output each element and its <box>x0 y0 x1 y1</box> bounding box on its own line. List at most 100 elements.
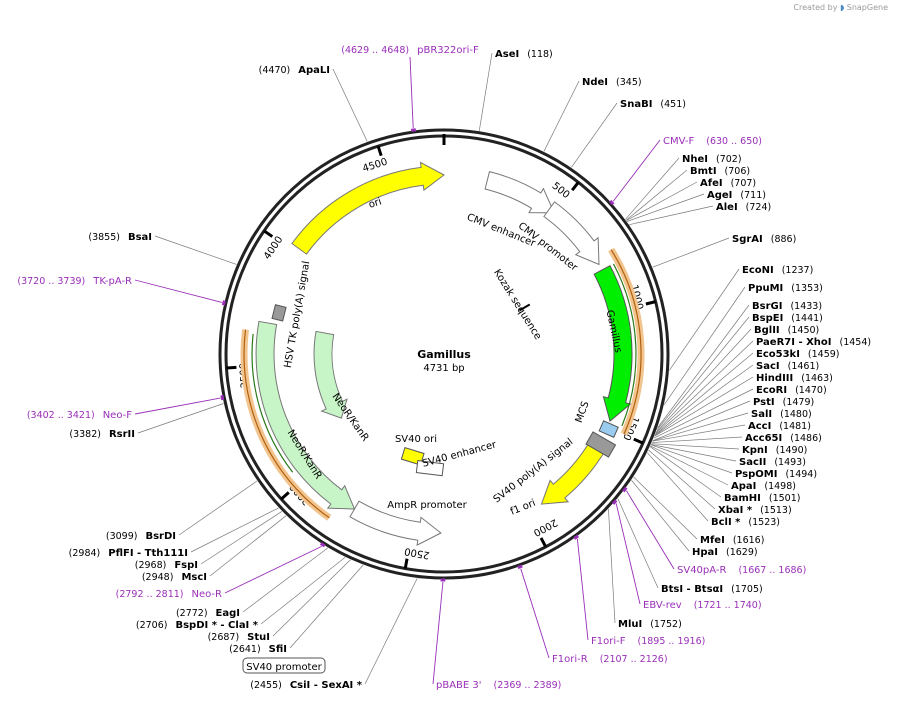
site-leader <box>650 444 733 474</box>
site-leader <box>332 68 368 142</box>
site-label: NheI(702) <box>682 154 742 165</box>
primer-f1ori-r[interactable]: F1ori-R(2107 .. 2126) <box>517 564 668 665</box>
site-kpni[interactable]: KpnI(1490) <box>742 445 807 456</box>
site-sali[interactable]: SalI(1480) <box>751 409 812 420</box>
primer-sv40pa-r[interactable]: SV40pA-R(1667 .. 1686) <box>622 486 806 576</box>
feature-cmv-enhancer <box>484 170 555 214</box>
site-position: (1523) <box>748 517 780 528</box>
site-position: (711) <box>740 190 766 201</box>
site-bmti[interactable]: BmtI(706) <box>690 166 750 177</box>
site-leader <box>656 316 750 431</box>
site-hpai[interactable]: HpaI(1629) <box>692 547 758 558</box>
site-btsi-bts-i[interactable]: BtsI - BtsαI(1705) <box>661 584 763 595</box>
site-pspomi[interactable]: PspOMI(1494) <box>735 469 817 480</box>
site-label: HindIII(1463) <box>756 373 833 384</box>
site-name: MfeI <box>700 535 725 546</box>
site-bamhi[interactable]: BamHI(1501) <box>724 493 800 504</box>
site-nhei[interactable]: NheI(702) <box>682 154 742 165</box>
site-sacii[interactable]: SacII(1493) <box>739 457 806 468</box>
site-label: SacII(1493) <box>739 457 806 468</box>
primer-cmv-f[interactable]: CMV-F(630 .. 650) <box>609 136 762 206</box>
primer-ebv-rev[interactable]: EBV-rev(1721 .. 1740) <box>611 499 762 611</box>
site-sgrai[interactable]: SgrAI(886) <box>732 234 796 245</box>
site-afei[interactable]: AfeI(707) <box>700 178 756 189</box>
site-label: (4470)ApaLI <box>259 65 330 76</box>
tick-mark <box>403 558 409 569</box>
site-snabi[interactable]: SnaBI(451) <box>620 99 686 110</box>
site-mlui[interactable]: MluI(1752) <box>618 619 682 630</box>
site-bcli[interactable]: BclI *(1523) <box>711 517 780 528</box>
site-eco53ki[interactable]: Eco53kI(1459) <box>756 349 840 360</box>
site-asei[interactable]: AseI(118) <box>495 49 553 60</box>
site-ndei[interactable]: NdeI(345) <box>582 77 642 88</box>
site-name: SgrAI <box>732 234 763 245</box>
site-psti[interactable]: PstI(1479) <box>753 397 814 408</box>
site-label: (2706)BspDI * - ClaI * <box>136 620 259 631</box>
site-fspi[interactable]: (2968)FspI <box>135 560 198 571</box>
site-saci[interactable]: SacI(1461) <box>756 361 819 372</box>
translation-track-neor <box>251 333 294 473</box>
site-stui[interactable]: (2687)StuI <box>208 632 270 643</box>
primer-range: (1895 .. 1916) <box>637 636 705 647</box>
primer-name: F1ori-R <box>552 654 588 665</box>
site-acci[interactable]: AccI(1481) <box>748 421 811 432</box>
site-position: (2968) <box>135 560 167 571</box>
site-xbai[interactable]: XbaI *(1513) <box>718 505 792 516</box>
primer-name: TK-pA-R <box>92 276 132 287</box>
site-leader <box>655 328 752 433</box>
site-bglii[interactable]: BglII(1450) <box>754 325 819 336</box>
site-econi[interactable]: EcoNI(1237) <box>742 265 813 276</box>
site-sfii[interactable]: (2641)SfiI <box>229 644 287 655</box>
primer-pbr322ori-f[interactable]: (4629 .. 4648)pBR322ori-F <box>341 45 479 132</box>
site-acc65i[interactable]: Acc65I(1486) <box>745 433 822 444</box>
site-name: Eco53kI <box>756 349 800 360</box>
site-ppumi[interactable]: PpuMI(1353) <box>748 283 823 294</box>
site-leader <box>571 102 618 168</box>
site-label: HpaI(1629) <box>692 547 758 558</box>
site-bspei[interactable]: BspEI(1441) <box>752 313 823 324</box>
primer-neo-f[interactable]: (3402 .. 3421)Neo-F <box>27 395 225 421</box>
site-bsrgi[interactable]: BsrGI(1433) <box>752 301 822 312</box>
site-leader <box>154 235 237 265</box>
site-position: (3855) <box>88 232 120 243</box>
feature-label-hsv-tk: HSV TK poly(A) signal <box>283 260 313 369</box>
primer-pbabe-3[interactable]: pBABE 3'(2369 .. 2389) <box>432 578 562 691</box>
site-position: (1353) <box>791 283 823 294</box>
site-bspdi-clai[interactable]: (2706)BspDI * - ClaI * <box>136 620 259 631</box>
site-name: BsrDI <box>145 531 176 542</box>
site-position: (1454) <box>840 337 872 348</box>
site-apai[interactable]: ApaI(1498) <box>731 481 796 492</box>
site-position: (1480) <box>780 409 812 420</box>
site-name: MluI <box>618 619 642 630</box>
site-msci[interactable]: (2948)MscI <box>142 572 207 583</box>
site-leader <box>649 446 722 498</box>
site-name: EcoRI <box>756 385 787 396</box>
site-csii-sexai[interactable]: (2455)CsiI - SexAI * <box>250 680 363 691</box>
primer-neo-r[interactable]: (2792 .. 2811)Neo-R <box>116 542 326 600</box>
site-eagi[interactable]: (2772)EagI <box>176 608 240 619</box>
primer-mark <box>611 499 618 505</box>
site-position: (702) <box>716 154 742 165</box>
tick-label: 4000 <box>262 235 285 262</box>
site-name: NdeI <box>582 77 608 88</box>
site-rsrii[interactable]: (3382)RsrII <box>69 429 135 440</box>
site-alei[interactable]: AleI(724) <box>716 202 771 213</box>
site-leader <box>651 443 740 450</box>
site-bsai[interactable]: (3855)BsaI <box>88 232 152 243</box>
site-apali[interactable]: (4470)ApaLI <box>259 65 330 76</box>
site-agei[interactable]: AgeI(711) <box>707 190 766 201</box>
site-name: HindIII <box>756 373 793 384</box>
site-hindiii[interactable]: HindIII(1463) <box>756 373 833 384</box>
site-pflfi-tth111i[interactable]: (2984)PflFI - Tth111I <box>69 548 188 559</box>
primer-tk-pa-r[interactable]: (3720 .. 3739)TK-pA-R <box>17 276 226 306</box>
site-mfei[interactable]: MfeI(1616) <box>700 535 764 546</box>
site-name: XbaI * <box>718 505 753 516</box>
site-bsrdi[interactable]: (3099)BsrDI <box>106 531 176 542</box>
site-paer7i-xhoi[interactable]: PaeR7I - XhoI(1454) <box>756 337 871 348</box>
site-position: (706) <box>725 166 751 177</box>
site-position: (1501) <box>769 493 801 504</box>
site-ecori[interactable]: EcoRI(1470) <box>756 385 827 396</box>
primer-range: (2369 .. 2389) <box>494 680 562 691</box>
site-leader <box>653 388 754 439</box>
primer-f1ori-f[interactable]: F1ori-F(1895 .. 1916) <box>573 534 705 647</box>
